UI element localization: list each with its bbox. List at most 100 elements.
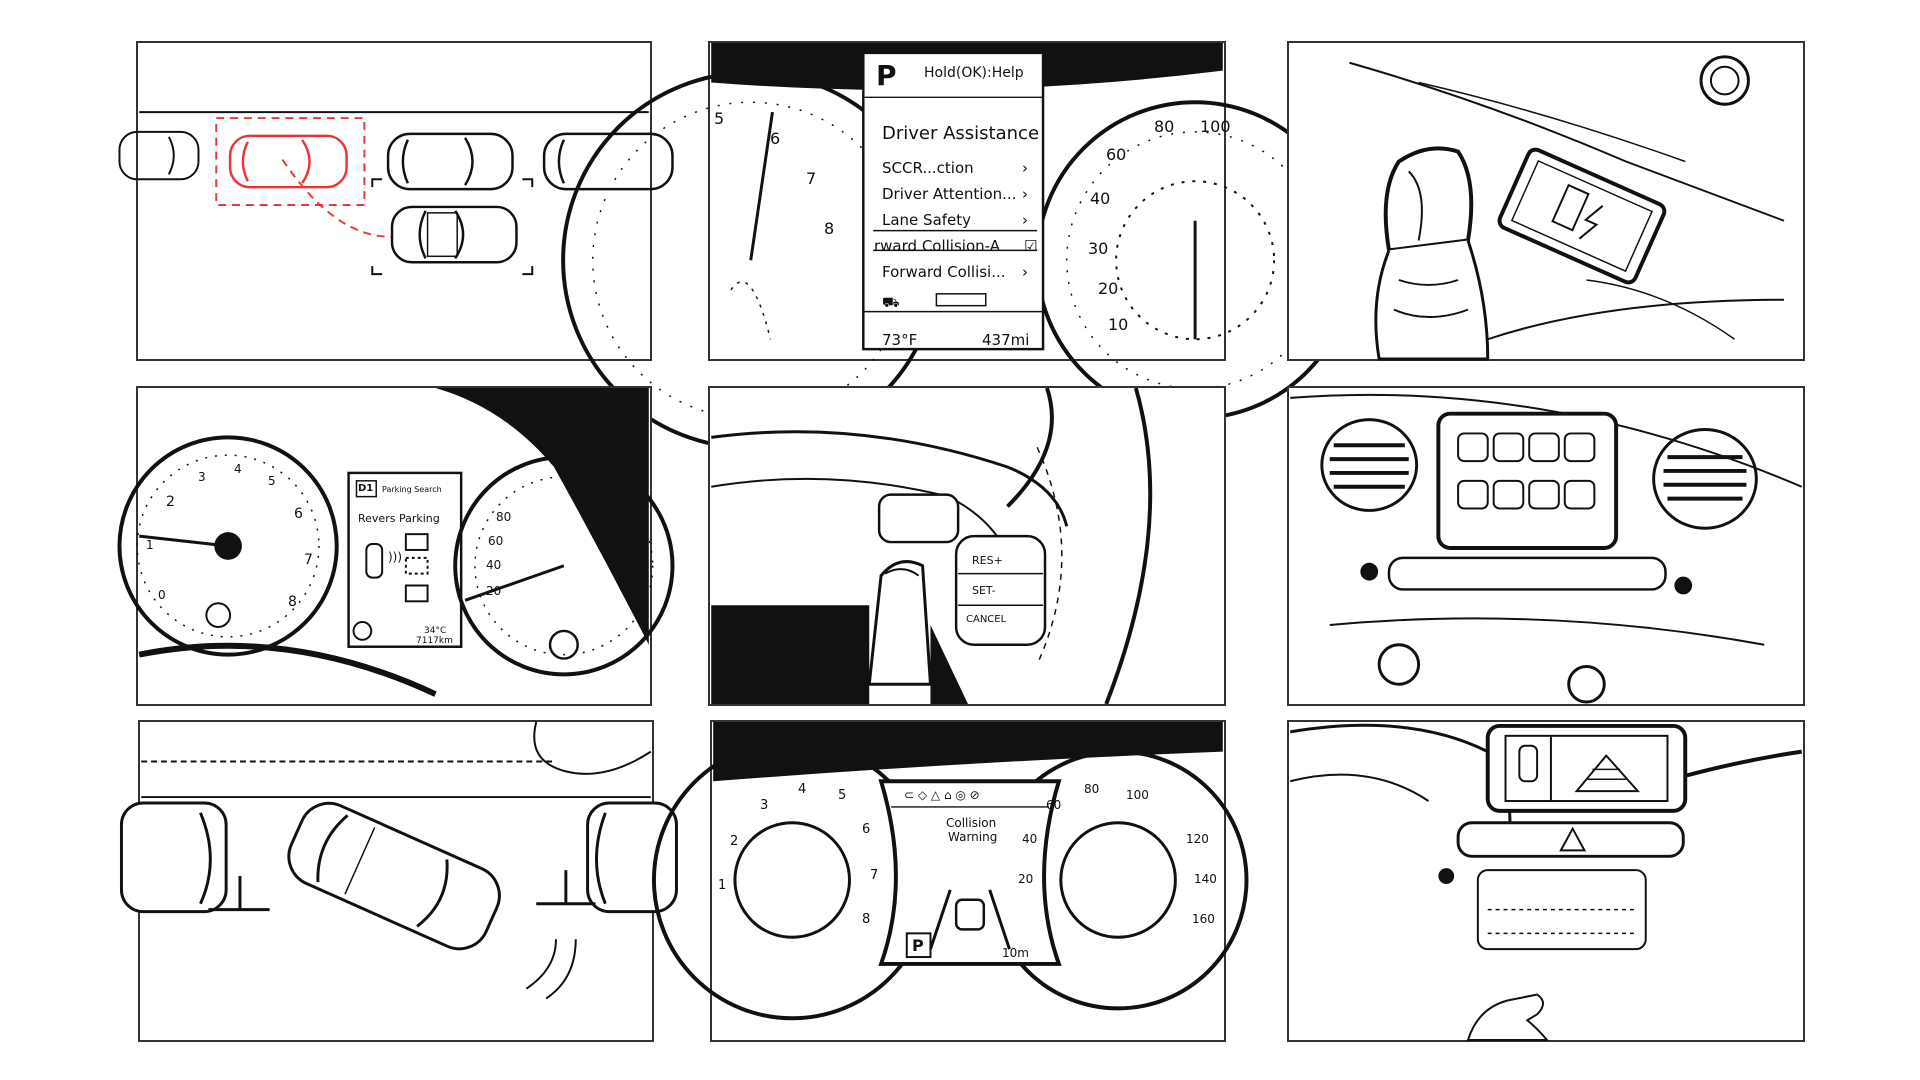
hazard-icon [1559, 826, 1587, 852]
ghost-car [228, 134, 348, 189]
tach-needle [139, 534, 229, 548]
menu-item-5: Forward Collisi... [882, 263, 1006, 281]
speed-tick: 60 [488, 534, 504, 548]
rpm-tick: 4 [798, 782, 807, 797]
hand [1466, 993, 1550, 1041]
car-icon [1518, 744, 1539, 783]
parking-topdown-sketch [118, 111, 674, 276]
speed-tick: 120 [1186, 832, 1209, 846]
rpm-tick: 8 [862, 912, 871, 927]
speed-tick: 10 [1108, 315, 1129, 334]
panel-steering-controls: RES+ SET- CANCEL [708, 386, 1226, 706]
rpm-tick: 6 [770, 129, 781, 148]
cluster-sketch [561, 43, 1356, 450]
set-minus-button-label: SET- [972, 584, 996, 597]
menu-item-1: SCCR...ction [882, 159, 974, 177]
temp-gauge [1059, 821, 1177, 939]
guide-lines [1574, 754, 1641, 793]
car-icon: ⛟ [882, 295, 900, 311]
cruise-button-panel [954, 534, 1047, 646]
tach-needle [749, 111, 774, 261]
menu-item-2: Driver Attention... [882, 185, 1017, 203]
help-text: Hold(OK):Help [924, 65, 1024, 81]
reverse-parking-sketch [119, 721, 678, 1000]
rpm-tick: 7 [304, 552, 313, 568]
center-screen [862, 51, 1045, 351]
slot-icon [404, 533, 429, 551]
center-display [878, 779, 1062, 966]
speed-tick: 140 [1194, 872, 1217, 886]
car-icon [365, 543, 384, 579]
tachometer-dial [117, 435, 339, 657]
phone-on-charger [1497, 147, 1667, 285]
chevron-right-icon: › [1022, 263, 1028, 281]
parking-bracket [371, 178, 534, 276]
rpm-tick: 5 [838, 788, 847, 803]
slot-icon [404, 584, 429, 603]
panel-parking-topdown [118, 41, 674, 361]
voice-button [877, 493, 960, 544]
empty-slot-icon [404, 556, 429, 575]
speed-tick: 40 [1022, 832, 1038, 846]
rpm-tick: 6 [862, 822, 871, 837]
knob-icon [1567, 664, 1606, 704]
finger [867, 560, 933, 686]
speed-tick: 80 [1084, 782, 1100, 796]
parking-badge: P [912, 936, 924, 955]
speed-tick: 80 [1154, 117, 1175, 136]
panel-collision-warning: ⊂ ◇ △ ⌂ ◎ ⊘ Collision Warning P 10m 1 2 … [651, 720, 1249, 1042]
moving-car [390, 205, 518, 264]
cancel-button-label: CANCEL [966, 614, 1007, 625]
touchscreen [1436, 411, 1619, 550]
parked-car-right [586, 801, 678, 914]
target-spot-outline [215, 117, 366, 206]
chevron-right-icon: › [1022, 159, 1028, 177]
panel-wireless-charging [1287, 41, 1805, 361]
sensor-wave-icon: ))) [388, 550, 403, 564]
speed-tick: 60 [1046, 798, 1062, 812]
path-arrow [281, 158, 397, 238]
dashboard-sketch [1290, 393, 1803, 704]
rpm-tick: 5 [714, 109, 725, 128]
speed-tick: 80 [496, 510, 512, 524]
distance-readout: 10m [1002, 946, 1029, 960]
speed-tick: 30 [1088, 239, 1109, 258]
air-vent-left [1320, 418, 1419, 512]
collision-cluster-sketch [651, 722, 1249, 1021]
speedo-needle [464, 564, 565, 602]
parking-badge: D1 [358, 483, 374, 494]
speed-tick: 20 [1018, 872, 1034, 886]
rpm-tick: 0 [158, 588, 166, 602]
chevron-right-icon: › [1022, 185, 1028, 203]
collision-warning-line1: Collision [946, 816, 997, 830]
rpm-tick: 2 [166, 494, 175, 510]
speed-tick: 100 [1126, 788, 1149, 802]
warning-icons-row: ⊂ ◇ △ ⌂ ◎ ⊘ [904, 788, 980, 802]
parking-badge: P [876, 59, 897, 92]
rpm-tick: 4 [234, 462, 242, 476]
climate-panel [1387, 556, 1667, 591]
odometer-readout: 7117km [416, 636, 453, 646]
speed-tick: 20 [1098, 279, 1119, 298]
speed-tick: 20 [486, 584, 502, 598]
maneuvering-car [287, 801, 501, 951]
menu-item-3: Lane Safety [882, 211, 972, 229]
parked-car-middle [386, 132, 514, 191]
speed-tick: 40 [1090, 189, 1111, 208]
checkbox-checked-icon: ☑ [1024, 237, 1038, 255]
speed-tick: 60 [1106, 145, 1127, 164]
app-icons [1457, 432, 1596, 510]
rpm-tick: 8 [288, 594, 297, 610]
rpm-tick: 7 [870, 868, 879, 883]
hazard-bar [1456, 821, 1685, 858]
menu-item-4-selected: rward Collision-A [874, 237, 1000, 255]
panel-driver-assistance-menu: P Hold(OK):Help Driver Assistance SCCR..… [561, 41, 1356, 450]
rpm-tick: 5 [268, 474, 276, 488]
panel-infotainment [1287, 386, 1805, 706]
gear-shifter [1374, 146, 1490, 361]
parking-cluster-sketch [117, 388, 675, 697]
fuel-gauge [733, 821, 851, 939]
sensor-wave-icon [525, 939, 577, 1000]
parked-car-left [118, 130, 200, 181]
rpm-tick: 1 [146, 538, 154, 552]
